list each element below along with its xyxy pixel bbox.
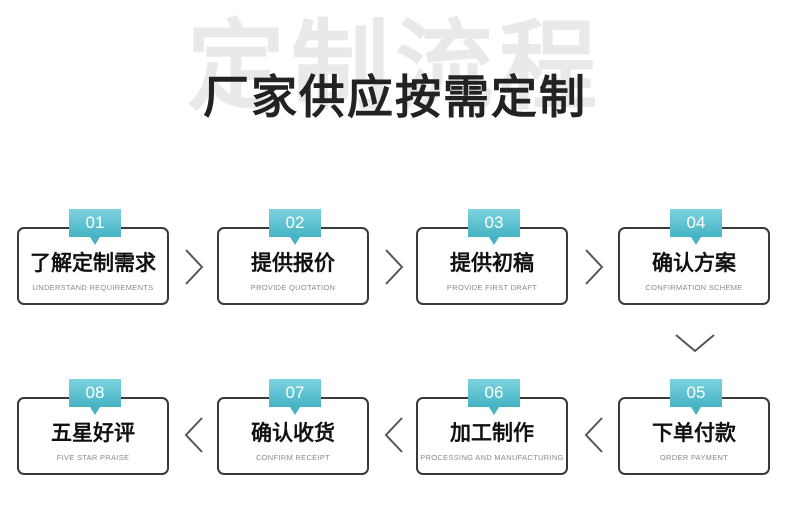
page-title: 厂家供应按需定制 xyxy=(203,70,587,124)
step-subtitle: PROVIDE QUOTATION xyxy=(250,283,336,292)
step-number-badge: 05 xyxy=(670,379,722,415)
step-number-badge: 02 xyxy=(269,209,321,245)
step-subtitle: ORDER PAYMENT xyxy=(659,453,729,462)
step-subtitle: UNDERSTAND REQUIREMENTS xyxy=(32,283,154,292)
step-subtitle: FIVE STAR PRAISE xyxy=(56,453,130,462)
chevron-right-icon xyxy=(583,248,605,286)
step-number-badge: 07 xyxy=(269,379,321,415)
step-card-03: 03 提供初稿 PROVIDE FIRST DRAFT xyxy=(416,209,568,305)
step-card-08: 08 五星好评 FIVE STAR PRAISE xyxy=(17,379,169,475)
step-label: 加工制作 xyxy=(450,421,534,445)
step-number-badge: 03 xyxy=(468,209,520,245)
step-label: 确认收货 xyxy=(251,421,335,445)
step-subtitle: CONFIRM RECEIPT xyxy=(255,453,331,462)
chevron-down-icon xyxy=(674,332,716,354)
step-label: 了解定制需求 xyxy=(30,251,156,275)
chevron-right-icon xyxy=(183,248,205,286)
chevron-left-icon xyxy=(383,416,405,454)
step-number-badge: 04 xyxy=(670,209,722,245)
step-card-06: 06 加工制作 PROCESSING AND MANUFACTURING xyxy=(416,379,568,475)
step-subtitle: PROCESSING AND MANUFACTURING xyxy=(420,453,564,462)
step-card-04: 04 确认方案 CONFIRMATION SCHEME xyxy=(618,209,770,305)
step-label: 下单付款 xyxy=(652,421,736,445)
step-card-07: 07 确认收货 CONFIRM RECEIPT xyxy=(217,379,369,475)
step-label: 确认方案 xyxy=(652,251,736,275)
step-number-badge: 06 xyxy=(468,379,520,415)
step-subtitle: CONFIRMATION SCHEME xyxy=(645,283,743,292)
step-label: 提供初稿 xyxy=(450,251,534,275)
step-number-badge: 01 xyxy=(69,209,121,245)
step-subtitle: PROVIDE FIRST DRAFT xyxy=(446,283,538,292)
chevron-left-icon xyxy=(183,416,205,454)
step-label: 五星好评 xyxy=(51,421,135,445)
chevron-right-icon xyxy=(383,248,405,286)
step-number-badge: 08 xyxy=(69,379,121,415)
step-card-01: 01 了解定制需求 UNDERSTAND REQUIREMENTS xyxy=(17,209,169,305)
background-title: 定制流程 xyxy=(186,10,603,124)
chevron-left-icon xyxy=(583,416,605,454)
step-card-05: 05 下单付款 ORDER PAYMENT xyxy=(618,379,770,475)
step-label: 提供报价 xyxy=(251,251,335,275)
step-card-02: 02 提供报价 PROVIDE QUOTATION xyxy=(217,209,369,305)
